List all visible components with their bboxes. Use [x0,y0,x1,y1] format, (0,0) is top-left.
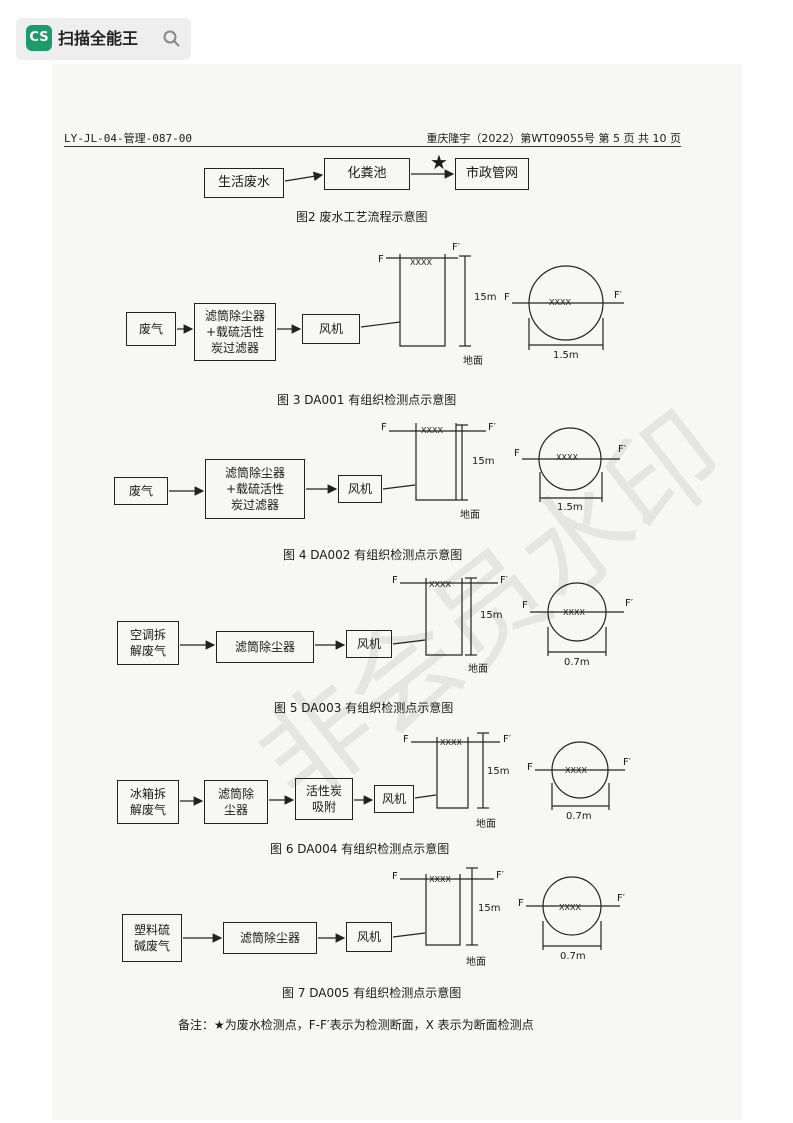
fig6-caption: 图 6 DA004 有组织检测点示意图 [270,842,450,856]
fig5-box-filter: 滤筒除尘器 [216,631,314,663]
fig6-height: 15m [487,766,510,777]
fig5-F2: F′ [500,575,509,586]
fig7-F: F [392,871,398,882]
fig4-circle-F2: F′ [618,444,627,455]
fig3-caption: 图 3 DA001 有组织检测点示意图 [277,393,457,407]
fig3-box-filter: 滤筒除尘器 +载硫活性 炭过滤器 [194,303,276,361]
fig4-F: F [381,422,387,433]
fig7-box-filter: 滤筒除尘器 [223,922,317,954]
search-icon[interactable] [162,29,182,49]
app-name: 扫描全能王 [58,29,139,48]
fig2-box-septic: 化粪池 [324,158,410,190]
fig3-circle-F2: F′ [614,290,623,301]
fig4-height: 15m [472,456,495,467]
fig4-circle-F: F [514,448,520,459]
fig6-F: F [403,734,409,745]
fig5-diameter: 0.7m [564,657,590,668]
fig6-circle-F2: F′ [623,757,632,768]
fig4-F2: F′ [488,422,497,433]
fig4-box-gas: 废气 [114,477,168,505]
fig5-F: F [392,575,398,586]
fig6-diameter: 0.7m [566,811,592,822]
app-badge[interactable]: CS 扫描全能王 [16,18,191,60]
fig5-box-fan: 风机 [346,630,392,658]
fig2-caption: 图2 废水工艺流程示意图 [296,210,428,224]
fig7-circle-F: F [518,898,524,909]
fig3-diameter: 1.5m [553,350,579,361]
app-logo: CS [26,25,52,51]
fig3-ground: 地面 [463,356,483,367]
fig3-F: F [378,254,384,265]
fig7-height: 15m [478,903,501,914]
fig4-diameter: 1.5m [557,502,583,513]
footnote: 备注：★为废水检测点，F-F′表示为检测断面，X 表示为断面检测点 [178,1018,534,1032]
fig3-box-gas: 废气 [126,312,176,346]
fig5-circle-F2: F′ [625,598,634,609]
fig5-points: XXXX [429,580,451,589]
fig2-box-municipal: 市政管网 [455,158,529,190]
fig7-circle-F2: F′ [617,893,626,904]
fig6-box-gas: 冰箱拆 解废气 [117,780,179,824]
fig4-circle-points: XXXX [556,453,578,462]
scanned-page [52,64,742,1120]
fig7-box-gas: 塑料硫 碱废气 [122,914,182,962]
fig3-F2: F′ [452,242,461,253]
fig6-circle-F: F [527,762,533,773]
fig5-ground: 地面 [468,664,488,675]
fig6-F2: F′ [503,734,512,745]
fig6-box-carbon: 活性炭 吸附 [295,778,353,820]
fig7-caption: 图 7 DA005 有组织检测点示意图 [282,986,462,1000]
fig5-circle-F: F [522,600,528,611]
fig5-caption: 图 5 DA003 有组织检测点示意图 [274,701,454,715]
fig6-ground: 地面 [476,819,496,830]
fig3-height: 15m [474,292,497,303]
fig4-caption: 图 4 DA002 有组织检测点示意图 [283,548,463,562]
fig6-box-filter: 滤筒除 尘器 [204,780,268,824]
fig2-box-wastewater: 生活废水 [204,168,284,198]
fig7-ground: 地面 [466,957,486,968]
header-right: 重庆隆宇（2022）第WT09055号 第 5 页 共 10 页 [426,132,681,145]
fig3-box-fan: 风机 [302,314,360,344]
fig7-diameter: 0.7m [560,951,586,962]
fig7-F2: F′ [496,870,505,881]
fig3-circle-F: F [504,292,510,303]
fig5-box-gas: 空调拆 解废气 [117,621,179,665]
header-rule [64,146,681,147]
star-icon: ★ [430,150,448,174]
fig4-box-fan: 风机 [338,475,382,503]
fig5-height: 15m [480,610,503,621]
fig7-circle-points: XXXX [559,903,581,912]
fig7-box-fan: 风机 [346,922,392,952]
fig4-box-filter: 滤筒除尘器 +载硫活性 炭过滤器 [205,459,305,519]
fig4-ground: 地面 [460,510,480,521]
fig6-box-fan: 风机 [374,785,414,813]
header-left: LY-JL-04-管理-087-00 [64,132,192,145]
fig3-points: XXXX [410,258,432,267]
